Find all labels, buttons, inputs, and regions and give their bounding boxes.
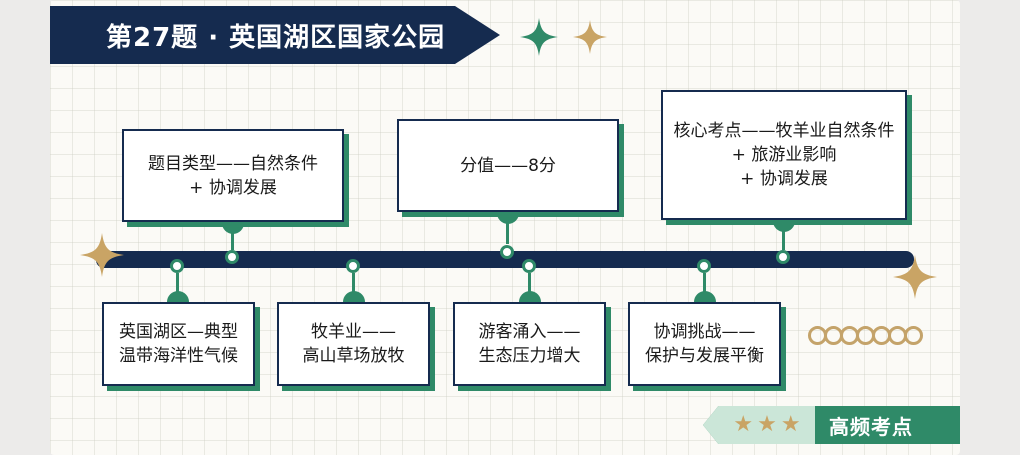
gold-sparkle-icon [573,20,607,54]
connector-stem [176,273,179,292]
title-banner: 第27题 · 英国湖区国家公园 [50,6,500,64]
timeline-node [346,259,360,273]
connector-stem [231,232,234,250]
top-node-core-points: 核心考点——牧羊业自然条件 + 旅游业影响 + 协调发展 [661,90,907,220]
star-icon: ★ [757,412,777,437]
connector-stem [703,273,706,292]
connector-stem [782,230,785,250]
badge-label: 高频考点 [829,414,913,439]
bottom-node-text: 游客涌入—— 生态压力增大 [478,322,581,366]
bottom-node-climate: 英国湖区—典型 温带海洋性气候 [102,302,255,386]
bottom-node-text: 牧羊业—— 高山草场放牧 [302,322,405,366]
top-node-question-type: 题目类型——自然条件 + 协调发展 [122,129,344,222]
connector-cap [167,291,189,302]
connector-stem [352,273,355,292]
top-node-text: 分值——8分 [460,155,556,176]
connector-stem [506,222,509,244]
ring-icon [904,326,923,345]
green-sparkle-icon [520,18,558,56]
connector-cap [222,223,244,234]
page-title: 第27题 · 英国湖区国家公园 [106,22,446,53]
timeline-node [170,259,184,273]
connector-cap [497,213,519,224]
star-icon: ★ [780,412,801,437]
timeline-node [500,245,514,259]
connector-cap [519,291,541,302]
bottom-node-tourists: 游客涌入—— 生态压力增大 [453,302,606,386]
bottom-node-text: 英国湖区—典型 温带海洋性气候 [119,322,238,366]
connector-cap [694,291,716,302]
decorative-rings [808,326,923,345]
high-frequency-badge: ★ ★ ★ 高频考点 [703,406,960,444]
connector-cap [773,221,795,232]
timeline-node [522,259,536,273]
timeline-node [697,259,711,273]
connector-cap [343,291,365,302]
top-node-score: 分值——8分 [397,119,619,212]
diagram-card [50,0,960,455]
gold-sparkle-right-icon [893,255,937,299]
bottom-node-text: 协调挑战—— 保护与发展平衡 [645,322,764,366]
bottom-node-sheep-farming: 牧羊业—— 高山草场放牧 [277,302,430,386]
top-node-text: 题目类型——自然条件 + 协调发展 [148,153,318,198]
gold-sparkle-left-icon [80,233,124,277]
connector-stem [528,273,531,292]
star-icon: ★ [733,412,754,437]
timeline-node [776,250,790,264]
top-node-text: 核心考点——牧羊业自然条件 + 旅游业影响 + 协调发展 [673,121,895,189]
timeline-node [225,250,239,264]
badge-stars: ★ ★ ★ [703,406,815,444]
bottom-node-coordination: 协调挑战—— 保护与发展平衡 [628,302,781,386]
